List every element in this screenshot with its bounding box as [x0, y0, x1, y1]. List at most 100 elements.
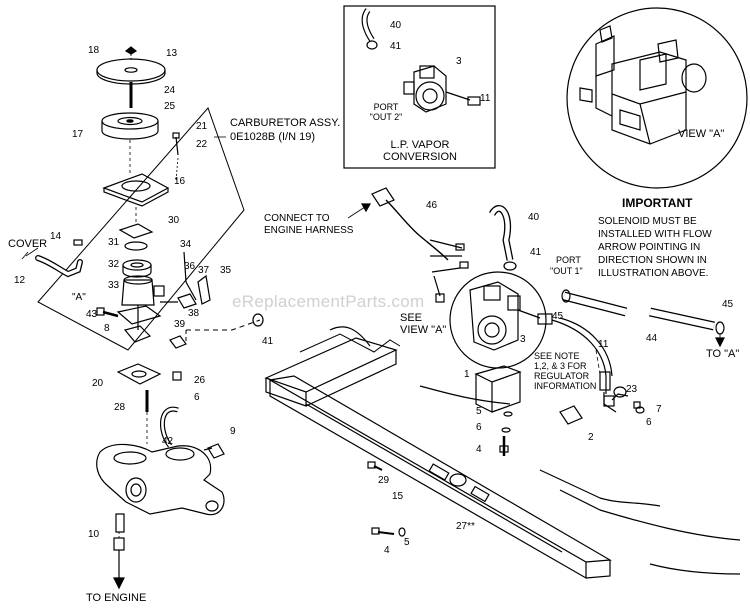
callout-4-frame: 4	[384, 545, 390, 556]
frame-rail-main	[268, 375, 612, 580]
to-engine-label: TO ENGINE	[86, 592, 147, 604]
washer	[124, 241, 148, 251]
regulator-bracket	[474, 365, 522, 413]
see-note-3: REGULATOR	[534, 371, 590, 381]
carburetor-adapter	[122, 259, 152, 278]
lp-vapor-inset-frame	[343, 5, 496, 169]
manifold-fitting	[203, 443, 225, 459]
vapor-hose-clamp	[503, 261, 517, 271]
to-a-label: TO "A"	[706, 348, 740, 360]
callout-39: 39	[174, 319, 186, 330]
callout-20: 20	[92, 378, 104, 389]
port-out1-label-2: "OUT 1"	[550, 266, 583, 276]
cover-hose	[35, 239, 83, 278]
cover-label: COVER	[8, 238, 48, 250]
frame-rail-rear	[264, 326, 401, 407]
port-out2-label-2: "OUT 2"	[369, 112, 403, 122]
view-a-detail-circle	[566, 7, 748, 189]
see-note-2: 1,2, & 3 FOR	[534, 361, 587, 371]
main-fuel-hose	[561, 289, 725, 335]
callout-5-frame: 5	[404, 537, 410, 548]
callout-4-bracket: 4	[476, 444, 482, 455]
carburetor-bolt	[96, 307, 119, 318]
callout-15: 15	[392, 491, 404, 502]
solenoid-note-4: DIRECTION SHOWN IN	[598, 255, 707, 266]
callout-25: 25	[164, 101, 176, 112]
bracket-hardware	[499, 411, 513, 456]
fuel-elbow	[169, 335, 187, 349]
callout-11-main: 11	[598, 339, 609, 350]
callout-29: 29	[378, 475, 390, 486]
callout-41-left: 41	[262, 336, 274, 347]
callout-12: 12	[14, 275, 26, 286]
to-engine-arrow	[113, 550, 125, 590]
solenoid-note-1: SOLENOID MUST BE	[598, 216, 697, 227]
manifold-nut	[172, 371, 182, 381]
callout-44: 44	[646, 333, 658, 344]
callout-13: 13	[166, 48, 178, 59]
callout-26: 26	[194, 375, 206, 386]
view-a-solenoid-regulator	[579, 25, 707, 145]
callout-14: 14	[50, 231, 62, 242]
callout-24: 24	[164, 85, 176, 96]
callout-11-inset: 11	[480, 93, 491, 104]
callout-40-main: 40	[528, 212, 540, 223]
callout-34: 34	[180, 239, 192, 250]
carburetor-body	[116, 275, 165, 343]
a-marker-label: "A"	[72, 292, 86, 303]
callout-27: 27**	[456, 521, 475, 532]
callout-6-manifold: 6	[194, 392, 200, 403]
callout-40-inset: 40	[390, 20, 402, 31]
callout-28: 28	[114, 402, 126, 413]
callout-38: 38	[188, 308, 200, 319]
engine-harness-connector	[371, 187, 469, 303]
connect-harness-label-1: CONNECT TO	[264, 213, 330, 224]
see-note-1: SEE NOTE	[534, 351, 580, 361]
callout-8: 8	[104, 323, 110, 334]
callout-21: 21	[196, 121, 208, 132]
callout-3-inset: 3	[456, 56, 462, 67]
callout-6-bracket: 6	[476, 422, 482, 433]
frame-fitting	[559, 393, 645, 425]
intake-manifold	[96, 443, 225, 516]
air-cleaner-element	[101, 112, 159, 140]
solenoid-note-5: ILLUSTRATION ABOVE.	[598, 268, 709, 279]
callout-9: 9	[230, 426, 236, 437]
connect-harness-label-2: ENGINE HARNESS	[264, 225, 354, 236]
callout-36: 36	[184, 261, 196, 272]
manifold-plug	[113, 513, 125, 551]
frame-bolts	[367, 461, 406, 537]
watermark-text: eReplacementParts.com	[232, 292, 425, 311]
lp-vapor-title-2: CONVERSION	[383, 151, 457, 163]
solenoid-note-3: ARROW POINTING IN	[598, 242, 701, 253]
callout-45-mid: 45	[552, 311, 564, 322]
gasket	[118, 223, 154, 239]
see-view-label-1: SEE	[400, 312, 423, 324]
hose-clamp	[252, 313, 264, 327]
callout-18: 18	[88, 45, 100, 56]
carburetor-assembly-outline	[37, 107, 245, 351]
fuel-line-dashed	[186, 319, 261, 331]
air-cleaner-base	[102, 173, 170, 207]
callout-22: 22	[196, 139, 208, 150]
carburetor-assy-title: CARBURETOR ASSY.	[230, 117, 341, 129]
callout-17: 17	[72, 129, 84, 140]
fuel-fitting	[160, 293, 197, 309]
port-out1-label-1: PORT	[556, 255, 581, 265]
callout-3-main: 3	[520, 334, 526, 345]
callout-30: 30	[168, 215, 180, 226]
callout-10: 10	[88, 529, 100, 540]
lp-regulator-main	[469, 281, 553, 351]
solenoid-note-2: INSTALLED WITH FLOW	[598, 229, 712, 240]
callout-32: 32	[108, 259, 120, 270]
air-cleaner-cover	[96, 58, 166, 85]
callout-46: 46	[426, 200, 438, 211]
important-heading: IMPORTANT	[622, 196, 693, 210]
callout-41-inset: 41	[390, 41, 402, 52]
see-view-label-2: VIEW "A"	[400, 324, 447, 336]
manifold-gasket	[116, 363, 162, 385]
callout-2: 2	[588, 432, 594, 443]
throttle-linkage	[183, 251, 211, 305]
wing-nut	[124, 46, 138, 55]
